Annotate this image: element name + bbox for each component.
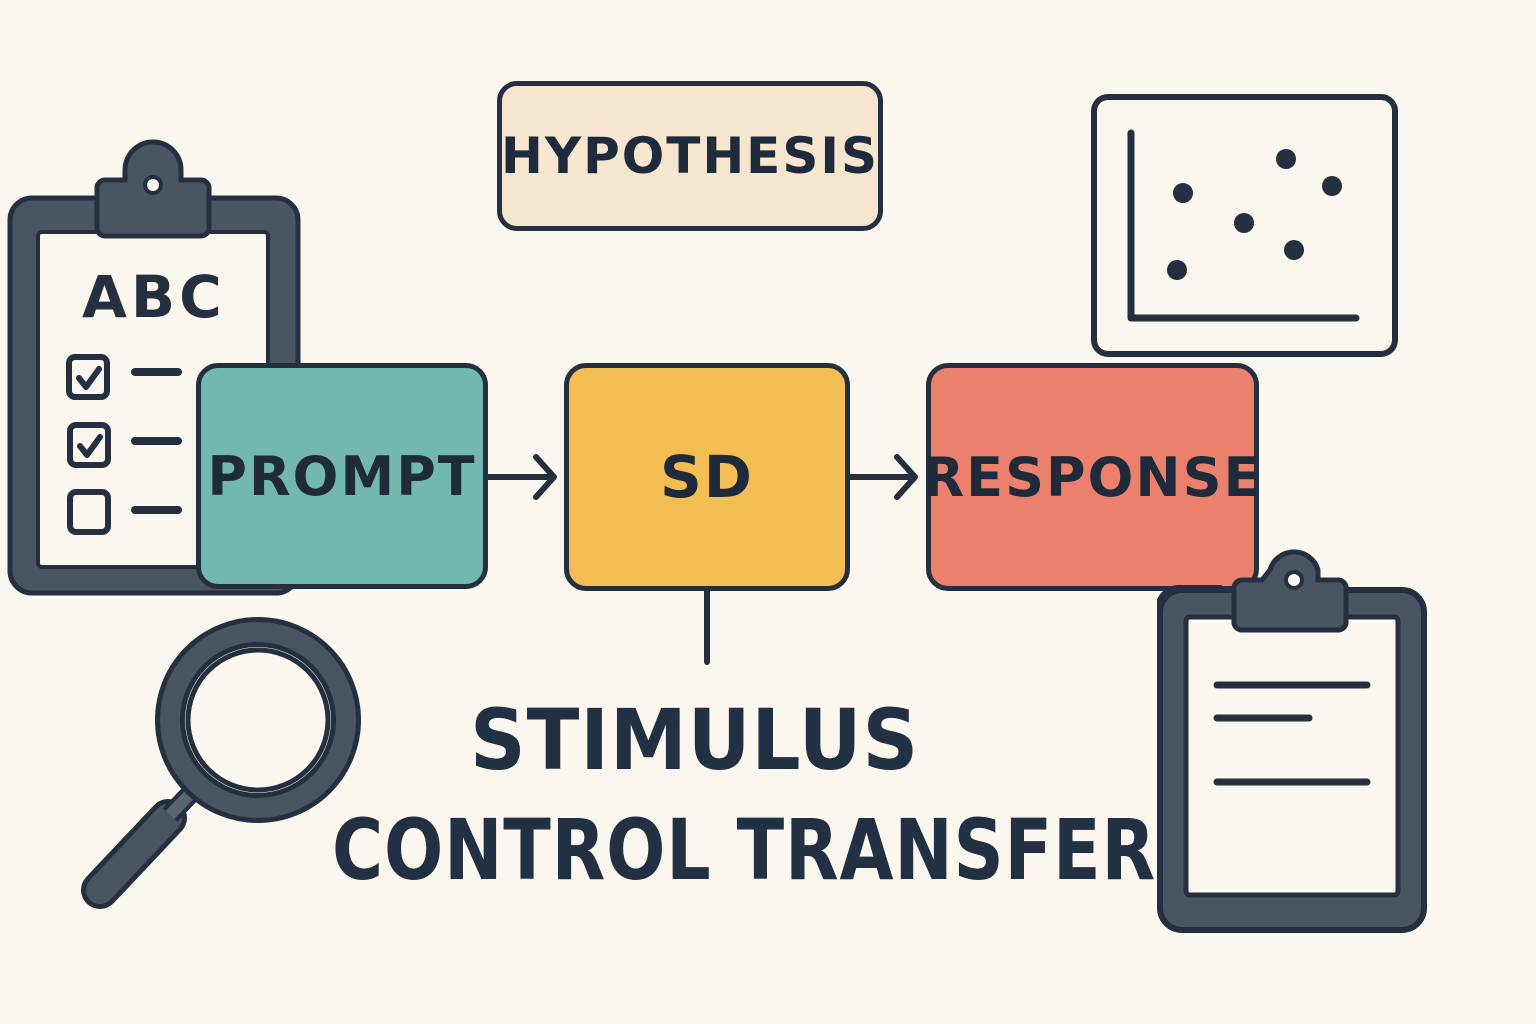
checkbox-empty-icon — [67, 489, 111, 535]
sd-label: SD — [660, 443, 754, 511]
clipboard-notes-icon — [1157, 549, 1427, 933]
scatter-plot-icon — [1091, 94, 1398, 357]
arrow-prompt-to-sd — [485, 454, 557, 500]
hypothesis-label: HYPOTHESIS — [501, 127, 879, 185]
sd-node: SD — [564, 363, 850, 591]
title-line-1: STIMULUS — [470, 691, 920, 789]
magnifying-glass-icon — [81, 617, 361, 909]
checkbox-checked-icon — [66, 354, 110, 400]
abc-heading: ABC — [82, 263, 226, 331]
response-label: RESPONSE — [922, 445, 1263, 509]
checkbox-checked-icon — [67, 422, 111, 468]
hypothesis-box: HYPOTHESIS — [497, 81, 883, 231]
arrow-sd-to-response — [847, 454, 918, 500]
title-line-2: CONTROL TRANSFER — [332, 801, 1156, 899]
prompt-label: PROMPT — [207, 444, 477, 508]
prompt-node: PROMPT — [196, 363, 488, 589]
response-node: RESPONSE — [923, 363, 1260, 591]
